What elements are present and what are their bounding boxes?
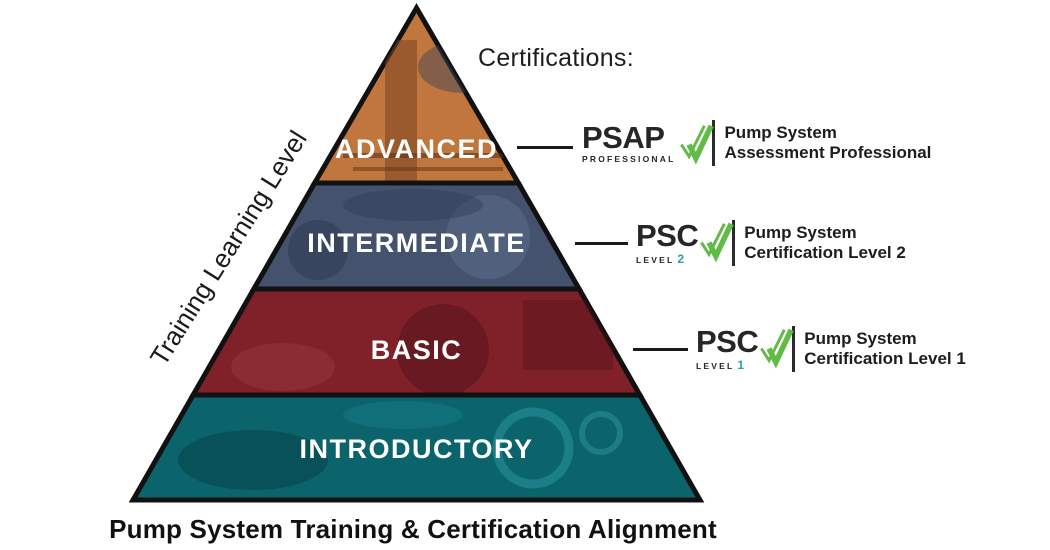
psap-tagline: PROFESSIONAL: [582, 154, 678, 164]
psc2-desc-line2: Certification Level 2: [744, 243, 906, 262]
psc1-tagline: LEVEL 1: [696, 358, 744, 372]
psc1-abbr: PSC: [696, 323, 759, 359]
psap-tagline-word: PROFESSIONAL: [582, 153, 676, 164]
psc2-abbr: PSC: [636, 217, 699, 253]
certification-psc-level2: PSC LEVEL 2 Pump System Certification Le…: [636, 220, 906, 266]
double-checkmark-icon: [700, 222, 734, 262]
logo-divider: [792, 326, 796, 372]
psc1-logo: PSC LEVEL 1: [696, 323, 794, 372]
connector-line-advanced: [517, 146, 573, 149]
logo-divider: [712, 120, 716, 166]
psc2-logo: PSC LEVEL 2: [636, 217, 734, 266]
band-label-advanced: ADVANCED: [335, 134, 498, 164]
psc1-tagline-word: LEVEL: [696, 360, 735, 371]
psc1-description: Pump System Certification Level 1: [804, 329, 966, 369]
certifications-header: Certifications:: [478, 44, 634, 72]
intermediate-imagery-hint: [288, 189, 530, 280]
connector-line-basic: [633, 348, 688, 351]
connector-line-intermediate: [575, 242, 628, 245]
band-label-intermediate: INTERMEDIATE: [307, 228, 526, 258]
psc2-tagline: LEVEL 2: [636, 252, 684, 266]
psap-abbr: PSAP: [582, 119, 665, 155]
psap-desc-line2: Assessment Professional: [724, 143, 932, 162]
psap-logo: PSAP PROFESSIONAL: [582, 119, 715, 164]
certification-psap: PSAP PROFESSIONAL Pump System Assessment…: [582, 120, 931, 166]
double-checkmark-icon: [680, 124, 715, 164]
band-label-introductory: INTRODUCTORY: [300, 434, 534, 464]
psap-desc-line1: Pump System: [724, 123, 837, 142]
psc1-desc-line1: Pump System: [804, 329, 917, 348]
psc1-desc-line2: Certification Level 1: [804, 349, 966, 368]
training-pyramid: ADVANCED INTERMEDIATE BASIC INTRODUCTORY: [128, 3, 705, 503]
psap-description: Pump System Assessment Professional: [724, 123, 931, 163]
psc2-tagline-word: LEVEL: [636, 254, 675, 265]
psc2-desc-line1: Pump System: [744, 223, 857, 242]
band-label-basic: BASIC: [371, 335, 463, 365]
certification-psc-level1: PSC LEVEL 1 Pump System Certification Le…: [696, 326, 966, 372]
psc1-level-digit: 1: [737, 357, 745, 372]
introductory-imagery-hint: [178, 401, 623, 490]
psc2-description: Pump System Certification Level 2: [744, 223, 906, 263]
logo-divider: [732, 220, 736, 266]
psc2-level-digit: 2: [677, 251, 685, 266]
page-title: Pump System Training & Certification Ali…: [109, 514, 717, 544]
double-checkmark-icon: [760, 328, 794, 368]
